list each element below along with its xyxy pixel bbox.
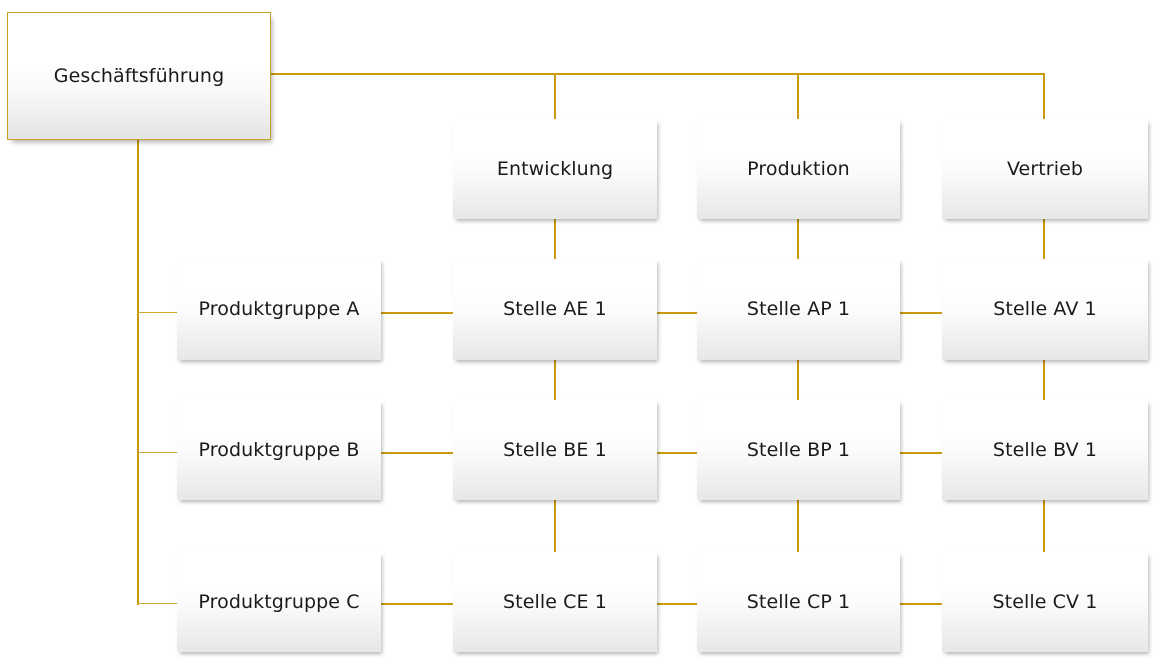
connector-ce1-to-cp1 [657, 603, 698, 605]
connector-gruppe-c-to-ce1 [380, 603, 454, 605]
node-label: Stelle BE 1 [503, 438, 607, 461]
connector-be1-to-bp1 [657, 452, 698, 454]
node-label: Stelle BP 1 [746, 438, 851, 461]
node-label: Stelle AP 1 [746, 298, 851, 321]
node-entwicklung[interactable]: Entwicklung [453, 119, 657, 219]
node-stelle-ce-1[interactable]: Stelle CE 1 [453, 552, 657, 652]
connector-trunk-to-gruppe-c [137, 603, 178, 604]
node-produktgruppe-a[interactable]: Produktgruppe A [177, 259, 381, 360]
connector-trunk-to-gruppe-a [137, 312, 178, 313]
connector-trunk-to-gruppe-b [137, 452, 178, 453]
node-label: Stelle CP 1 [746, 590, 851, 613]
connector-drop-vertrieb [1043, 73, 1045, 119]
node-label: Stelle CV 1 [992, 590, 1098, 613]
connector-ap1-to-bp1 [797, 360, 799, 401]
node-label: Produktgruppe B [198, 438, 360, 461]
node-stelle-ap-1[interactable]: Stelle AP 1 [697, 259, 900, 360]
node-label: Entwicklung [496, 157, 614, 180]
node-label: Vertrieb [1006, 157, 1084, 180]
connector-bp1-to-bv1 [900, 452, 943, 454]
connector-drop-produktion [797, 73, 799, 119]
node-label: Produktion [747, 157, 850, 180]
connector-entwicklung-to-ae1 [554, 219, 556, 260]
node-produktgruppe-b[interactable]: Produktgruppe B [177, 400, 381, 500]
node-produktion[interactable]: Produktion [697, 119, 900, 219]
connector-av1-to-bv1 [1043, 360, 1045, 401]
connector-ae1-to-ap1 [657, 312, 698, 314]
node-label: Stelle CE 1 [503, 590, 607, 613]
node-label: Stelle BV 1 [992, 438, 1098, 461]
node-produktgruppe-c[interactable]: Produktgruppe C [177, 552, 381, 652]
node-stelle-cp-1[interactable]: Stelle CP 1 [697, 552, 900, 652]
connector-gruppe-a-to-ae1 [380, 312, 454, 314]
node-stelle-be-1[interactable]: Stelle BE 1 [453, 400, 657, 500]
connector-be1-to-ce1 [554, 500, 556, 553]
connector-vertrieb-to-av1 [1043, 219, 1045, 260]
node-stelle-cv-1[interactable]: Stelle CV 1 [942, 552, 1148, 652]
node-stelle-bp-1[interactable]: Stelle BP 1 [697, 400, 900, 500]
connector-ae1-to-be1 [554, 360, 556, 401]
connector-drop-entwicklung [554, 73, 556, 119]
node-stelle-bv-1[interactable]: Stelle BV 1 [942, 400, 1148, 500]
connector-bv1-to-cv1 [1043, 500, 1045, 553]
connector-root-trunk [137, 140, 139, 605]
node-label: Produktgruppe C [198, 590, 360, 613]
node-label: Geschäftsführung [53, 64, 225, 87]
node-label: Stelle AE 1 [503, 298, 607, 321]
connector-produktion-to-ap1 [797, 219, 799, 260]
connector-cp1-to-cv1 [900, 603, 943, 605]
connector-top-bus [271, 73, 1045, 75]
connector-gruppe-b-to-be1 [380, 452, 454, 454]
connector-ap1-to-av1 [900, 312, 943, 314]
node-stelle-av-1[interactable]: Stelle AV 1 [942, 259, 1148, 360]
connector-bp1-to-cp1 [797, 500, 799, 553]
node-geschaeftsfuehrung[interactable]: Geschäftsführung [7, 12, 271, 140]
node-label: Produktgruppe A [198, 298, 360, 321]
node-stelle-ae-1[interactable]: Stelle AE 1 [453, 259, 657, 360]
node-label: Stelle AV 1 [993, 298, 1097, 321]
node-vertrieb[interactable]: Vertrieb [942, 119, 1148, 219]
